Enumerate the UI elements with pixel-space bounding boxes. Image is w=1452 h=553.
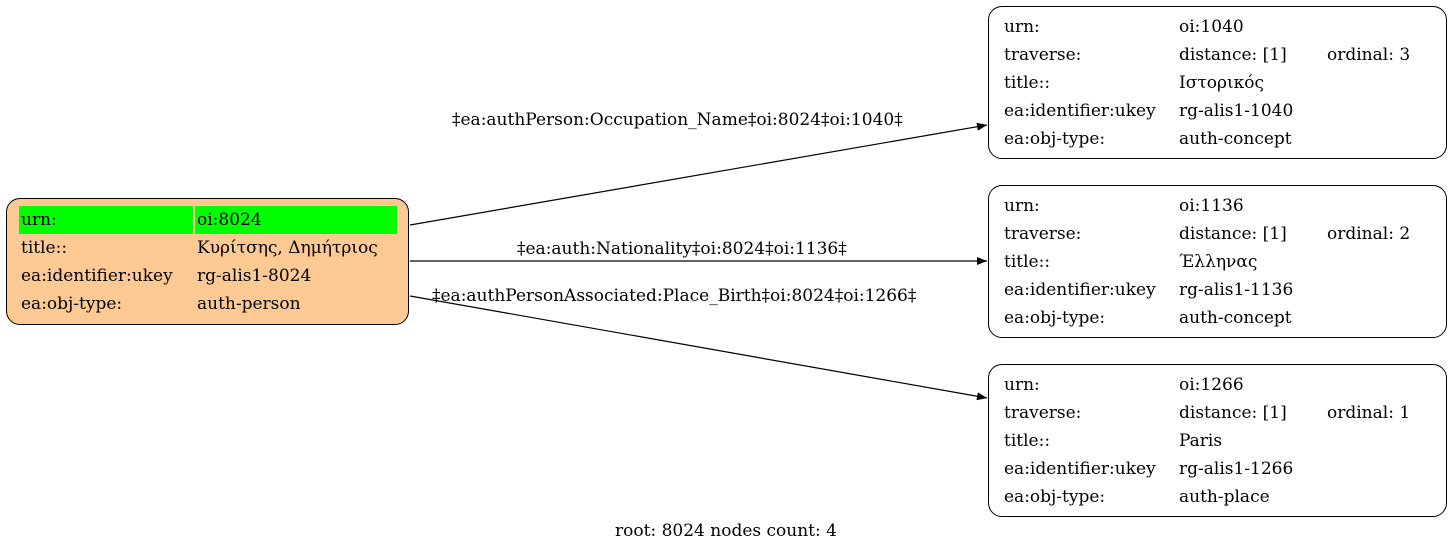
- node-traverse-distance: distance: [1]: [1179, 45, 1287, 65]
- root-objtype-value: auth-person: [197, 294, 301, 314]
- node-row-title: title:: Paris: [989, 427, 1446, 455]
- root-urn-value: oi:8024: [195, 206, 397, 234]
- node-objtype-key: ea:obj-type:: [1004, 308, 1106, 328]
- root-objtype-key: ea:obj-type:: [21, 294, 123, 314]
- node-row-traverse: traverse: distance: [1] ordinal: 3: [989, 41, 1446, 69]
- root-title-key: title::: [21, 238, 68, 258]
- node-row-title: title:: Έλληνας: [989, 248, 1446, 276]
- node-title-key: title::: [1004, 252, 1051, 272]
- edge-place-birth-arrow: [409, 295, 988, 401]
- node-ukey-key: ea:identifier:ukey: [1004, 280, 1156, 300]
- node-traverse-ordinal: ordinal: 2: [1327, 224, 1411, 244]
- node-ukey-key: ea:identifier:ukey: [1004, 459, 1156, 479]
- node-traverse-distance: distance: [1]: [1179, 224, 1287, 244]
- node-row-urn: urn: oi:1266: [989, 371, 1446, 399]
- edge-label-nationality: ‡ea:auth:Nationality‡oi:8024‡oi:1136‡: [517, 239, 847, 259]
- node-traverse-ordinal: ordinal: 1: [1327, 403, 1411, 423]
- node-title-value: Ιστορικός: [1179, 73, 1264, 93]
- node-objtype-value: auth-concept: [1179, 129, 1292, 149]
- node-row-ukey: ea:identifier:ukey rg-alis1-1266: [989, 455, 1446, 483]
- node-ukey-key: ea:identifier:ukey: [1004, 101, 1156, 121]
- target-node-1040[interactable]: urn: oi:1040 traverse: distance: [1] ord…: [988, 6, 1447, 159]
- root-row-urn: urn: oi:8024: [7, 206, 408, 234]
- node-ukey-value: rg-alis1-1040: [1179, 101, 1294, 121]
- node-title-key: title::: [1004, 431, 1051, 451]
- node-row-traverse: traverse: distance: [1] ordinal: 2: [989, 220, 1446, 248]
- graph-footer: root: 8024 nodes count: 4: [615, 521, 837, 541]
- node-traverse-key: traverse:: [1004, 45, 1082, 65]
- node-urn-key: urn:: [1004, 196, 1040, 216]
- root-row-ukey: ea:identifier:ukey rg-alis1-8024: [7, 262, 408, 290]
- edge-label-occupation: ‡ea:authPerson:Occupation_Name‡oi:8024‡o…: [452, 110, 903, 130]
- node-row-objtype: ea:obj-type: auth-concept: [989, 125, 1446, 153]
- node-row-objtype: ea:obj-type: auth-place: [989, 483, 1446, 511]
- node-objtype-value: auth-concept: [1179, 308, 1292, 328]
- node-traverse-key: traverse:: [1004, 224, 1082, 244]
- node-title-value: Paris: [1179, 431, 1223, 451]
- root-ukey-key: ea:identifier:ukey: [21, 266, 173, 286]
- node-row-traverse: traverse: distance: [1] ordinal: 1: [989, 399, 1446, 427]
- node-urn-value: oi:1266: [1179, 375, 1244, 395]
- node-traverse-distance: distance: [1]: [1179, 403, 1287, 423]
- target-node-1266[interactable]: urn: oi:1266 traverse: distance: [1] ord…: [988, 364, 1447, 517]
- node-title-key: title::: [1004, 73, 1051, 93]
- node-urn-key: urn:: [1004, 375, 1040, 395]
- node-objtype-value: auth-place: [1179, 487, 1270, 507]
- root-node[interactable]: urn: oi:8024 title:: Κυρίτσης, Δημήτριος…: [6, 198, 409, 325]
- node-row-title: title:: Ιστορικός: [989, 69, 1446, 97]
- root-row-title: title:: Κυρίτσης, Δημήτριος: [7, 234, 408, 262]
- target-node-1136[interactable]: urn: oi:1136 traverse: distance: [1] ord…: [988, 185, 1447, 338]
- node-objtype-key: ea:obj-type:: [1004, 129, 1106, 149]
- node-row-ukey: ea:identifier:ukey rg-alis1-1040: [989, 97, 1446, 125]
- root-ukey-value: rg-alis1-8024: [197, 266, 312, 286]
- edge-occupation-arrow: [409, 122, 988, 226]
- root-row-objtype: ea:obj-type: auth-person: [7, 290, 408, 318]
- node-urn-value: oi:1040: [1179, 17, 1244, 37]
- node-urn-key: urn:: [1004, 17, 1040, 37]
- node-traverse-key: traverse:: [1004, 403, 1082, 423]
- node-row-ukey: ea:identifier:ukey rg-alis1-1136: [989, 276, 1446, 304]
- node-row-urn: urn: oi:1040: [989, 13, 1446, 41]
- root-title-value: Κυρίτσης, Δημήτριος: [197, 238, 378, 258]
- node-objtype-key: ea:obj-type:: [1004, 487, 1106, 507]
- edge-label-place-birth: ‡ea:authPersonAssociated:Place_Birth‡oi:…: [432, 286, 917, 306]
- node-traverse-ordinal: ordinal: 3: [1327, 45, 1411, 65]
- node-title-value: Έλληνας: [1179, 252, 1258, 272]
- node-urn-value: oi:1136: [1179, 196, 1244, 216]
- node-row-objtype: ea:obj-type: auth-concept: [989, 304, 1446, 332]
- node-row-urn: urn: oi:1136: [989, 192, 1446, 220]
- root-urn-key: urn:: [19, 206, 193, 234]
- node-ukey-value: rg-alis1-1136: [1179, 280, 1294, 300]
- node-ukey-value: rg-alis1-1266: [1179, 459, 1294, 479]
